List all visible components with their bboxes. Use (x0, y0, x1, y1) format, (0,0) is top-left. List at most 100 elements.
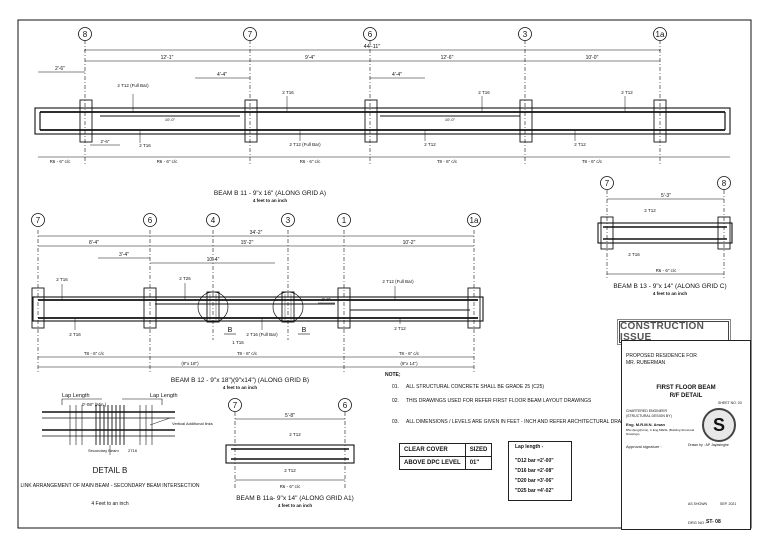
b12-grid-label: 6 (148, 216, 153, 225)
b11a-scale: 4 feet to an inch (278, 503, 313, 508)
b12-top-bar: 2 T12 (Full Bar) (382, 279, 414, 284)
lap-length-table: Lap length - "D12 bar =2'-00" "D16 bar =… (508, 441, 572, 501)
b11-inner-dim: 10'-0" (445, 117, 456, 122)
b12-scale: 4 feet to an inch (223, 385, 258, 390)
beam-b11a-grid-bubbles (228, 398, 352, 412)
b11a-grid-label: 6 (343, 401, 348, 410)
notes-heading: NOTE; (385, 372, 401, 378)
drawing-number-label: DRG NO : (688, 520, 707, 525)
b12-bottom-bar: 2 T16 (Full Bar) (246, 332, 278, 337)
b12-section-label: (9"x 14") (400, 361, 418, 366)
note-number: 03. (392, 419, 399, 425)
lap-length-row: "D20 bar =3'-06" (515, 478, 554, 484)
b11a-bottom-bar: 2 T12 (284, 468, 296, 473)
lap-length-row: "D12 bar =2'-00" (515, 458, 554, 464)
b11-stirrup: T8 - 6" c/c (437, 159, 458, 164)
b11a-span-dim: 5'-8" (285, 413, 295, 419)
beam-b12-drawing (31, 230, 484, 372)
b11-top-bar: 2 T16 (478, 90, 490, 95)
beam-b13-grid-bubbles (600, 176, 731, 190)
b12-grid-label: 7 (36, 216, 41, 225)
b12-stirrup: T8 - 6" c/c (237, 351, 258, 356)
b13-title: BEAM B 13 - 9"x 14" (ALONG GRID C) (613, 283, 726, 290)
drawing-number: ST- 08 (706, 519, 721, 525)
beam-b12-grid-bubbles (31, 213, 481, 227)
drawn-by: Drawn by : AP Jayasinghe (688, 443, 729, 447)
beam-b11-drawing (34, 40, 731, 165)
b11-bottom-bar: 2 T12 (574, 142, 586, 147)
b11-grid-label: 7 (248, 30, 253, 39)
b12-title: BEAM B 12 - 9"x 18")(9"x14") (ALONG GRID… (171, 377, 309, 384)
b12-bottom-bar: 2 T12 (394, 326, 406, 331)
b11-stirrup: R6 - 6" c/c (157, 159, 179, 164)
b11-scale: 4 feet to an inch (253, 198, 288, 203)
b11-inner-dim: 10'-0" (165, 117, 176, 122)
table-row: CLEAR COVER SIZED (399, 443, 493, 457)
note-number: 01. (392, 384, 399, 390)
b12-stirrup: T8 - 6" c/c (84, 351, 105, 356)
note-text: THIS DRAWINGS USED FOR REFER FIRST FLOOR… (406, 398, 592, 404)
beam-b11a-drawing (225, 412, 355, 490)
b11-bottom-bar: 2 T12 (424, 142, 436, 147)
b13-scale: 4 feet to an inch (653, 291, 688, 296)
engineer-name: Eng. M.R.M.N. Arsan (626, 422, 665, 427)
note-number: 02. (392, 398, 399, 404)
b12-inner-dim: 2'-0" (322, 297, 331, 302)
b11-overall-dim: 44'-11" (364, 44, 381, 50)
b13-stirrup: R6 - 6" c/c (656, 268, 678, 273)
b11-top-dim: 4'-4" (392, 72, 402, 78)
b12-span-dim: 8'-4" (89, 240, 99, 246)
detail-b-label: 2T16 (128, 448, 138, 453)
b11-span-dim: 12'-1" (161, 55, 174, 61)
lap-length-row: "D25 bar =4'-02" (515, 488, 554, 494)
approval-label: Approval signature : (626, 444, 662, 449)
table-header: CLEAR COVER (399, 443, 466, 457)
b13-grid-label: 8 (722, 179, 727, 188)
b11-grid-label: 6 (368, 30, 373, 39)
b12-stirrup: T8 - 6" c/c (399, 351, 420, 356)
detail-b-dims: 0'-08" (Min.) (82, 402, 107, 407)
b13-span-dim: 5'-3" (661, 193, 671, 199)
b11-grid-label: 3 (523, 30, 528, 39)
sheet-title: FIRST FLOOR BEAM (656, 385, 716, 391)
b11-top-bar: 2 T16 (282, 90, 294, 95)
b11-span-dim: 12'-6" (441, 55, 454, 61)
detail-b-label: Secondary Beam (88, 448, 119, 453)
b11-grid-label: 1a (656, 30, 665, 39)
b11a-top-bar: 2 T12 (289, 432, 301, 437)
scale-value: AS SHOWN (688, 502, 708, 506)
b12-top-dim: 10'-4" (207, 257, 220, 263)
b11-span-dim: 9'-4" (305, 55, 315, 61)
b12-top-bar: 2 T25 (179, 276, 191, 281)
lap-length-row: "D16 bar =2'-08" (515, 468, 554, 474)
b11-grid-label: 8 (83, 30, 88, 39)
b12-grid-label: 4 (211, 216, 216, 225)
engineer-qualification: BSc.(Eng)(hons), C.Eng,MIESL (Building S… (626, 428, 695, 436)
b12-span-dim: 15'-2" (241, 240, 254, 246)
b11-top-dim: 4'-4" (217, 72, 227, 78)
sheet-number: SHEET NO. 03 (718, 401, 742, 405)
detail-b-lap-left: Lap Length (62, 393, 90, 399)
b11-stirrup: T8 - 6" c/c (582, 159, 603, 164)
table-row: ABOVE DPC LEVEL 01" (399, 456, 493, 470)
b12-grid-label: 1a (470, 216, 479, 225)
b12-top-bar: 2 T16 (56, 277, 68, 282)
b13-bottom-bar: 2 T16 (628, 252, 640, 257)
b11-left-dim: 2'-6" (101, 139, 110, 144)
table-cell: 01" (464, 456, 493, 470)
project-name: PROPOSED RESIDENCE FOR MR. RUBERMAN (626, 353, 697, 366)
detail-b-subtitle: LINK ARRANGEMENT OF MAIN BEAM - SECONDAR… (21, 483, 200, 489)
beam-b13-drawing (597, 190, 733, 280)
b12-section-mark: B (302, 327, 307, 334)
b11-top-bar: 2 T12 (621, 90, 633, 95)
firm-label: CHARTERED ENGINEER (STRUCTURAL DESIGN BY… (626, 409, 672, 418)
b11-top-bar: 2 T12 (Full Bar) (117, 83, 149, 88)
note-text: ALL STRUCTURAL CONCRETE SHALL BE GRADE 2… (406, 384, 544, 390)
detail-b-scale: 4 Feet to an inch (91, 501, 128, 507)
b12-section-label: (9"x 18") (181, 361, 199, 366)
b11-title: BEAM B 11 - 9"x 16" (ALONG GRID A) (214, 190, 326, 197)
b11-stirrup: R6 - 6" c/c (50, 159, 72, 164)
engineer-logo-icon: S (702, 408, 736, 442)
